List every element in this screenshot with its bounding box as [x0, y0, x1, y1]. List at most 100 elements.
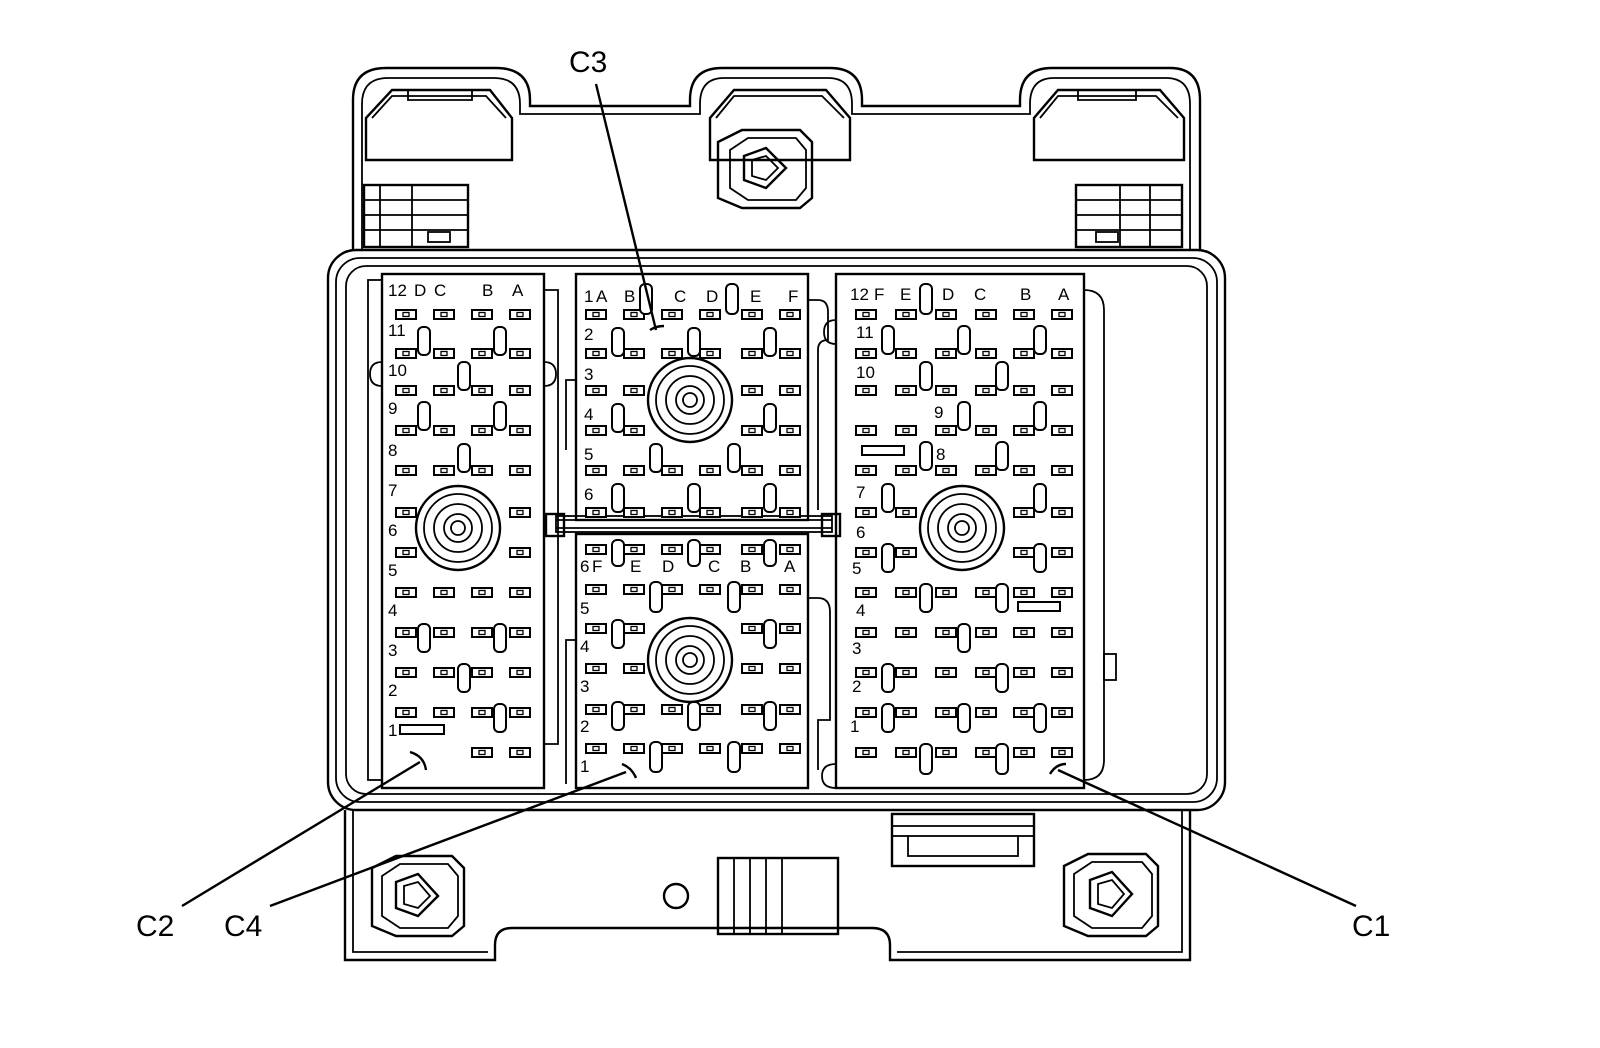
- terminal-cavity: [975, 587, 997, 598]
- terminal-cavity: [935, 747, 957, 758]
- pin-label: B: [482, 281, 493, 300]
- terminal-cavity: [741, 663, 763, 674]
- terminal-cavity: [471, 425, 493, 436]
- pin-label: 1: [584, 287, 593, 306]
- pin-label: D: [942, 285, 954, 304]
- terminal-cavity: [895, 547, 917, 558]
- pin-label: C: [708, 557, 720, 576]
- terminal-cavity: [699, 584, 721, 595]
- terminal-lock-tab: [417, 326, 431, 356]
- terminal-cavity: [895, 587, 917, 598]
- terminal-cavity: [895, 385, 917, 396]
- pin-label: 10: [856, 363, 875, 382]
- terminal-cavity: [661, 348, 683, 359]
- terminal-cavity: [895, 747, 917, 758]
- terminal-lock-tab: [727, 741, 741, 773]
- pin-label: B: [624, 287, 635, 306]
- terminal-cavity: [779, 584, 801, 595]
- terminal-cavity: [741, 584, 763, 595]
- terminal-lock-tab: [611, 483, 625, 513]
- terminal-cavity: [433, 465, 455, 476]
- terminal-lock-tab: [687, 539, 701, 567]
- terminal-cavity: [855, 587, 877, 598]
- terminal-lock-tab: [457, 361, 471, 391]
- pin-label: 7: [388, 481, 397, 500]
- pin-label: F: [874, 285, 884, 304]
- terminal-lock-tab: [611, 403, 625, 433]
- terminal-cavity: [855, 747, 877, 758]
- pin-label: D: [414, 281, 426, 300]
- terminal-cavity: [1013, 547, 1035, 558]
- terminal-lock-tab: [919, 583, 933, 613]
- blank-cavity: [861, 445, 905, 456]
- terminal-lock-tab: [1033, 483, 1047, 513]
- terminal-lock-tab: [763, 403, 777, 433]
- terminal-cavity: [895, 627, 917, 638]
- terminal-lock-tab: [995, 743, 1009, 775]
- terminal-cavity: [1013, 385, 1035, 396]
- terminal-cavity: [661, 584, 683, 595]
- terminal-cavity: [855, 348, 877, 359]
- terminal-lock-tab: [919, 441, 933, 471]
- terminal-cavity: [1013, 627, 1035, 638]
- terminal-lock-tab: [1033, 543, 1047, 573]
- terminal-cavity: [741, 425, 763, 436]
- terminal-lock-tab: [995, 361, 1009, 391]
- terminal-cavity: [395, 707, 417, 718]
- terminal-cavity: [585, 584, 607, 595]
- terminal-cavity: [855, 309, 877, 320]
- terminal-cavity: [471, 747, 493, 758]
- terminal-cavity: [975, 627, 997, 638]
- terminal-cavity: [585, 385, 607, 396]
- terminal-cavity: [623, 584, 645, 595]
- fastener-right: [1062, 852, 1160, 938]
- pin-label: C: [974, 285, 986, 304]
- terminal-lock-tab: [1033, 325, 1047, 355]
- pin-label: 2: [584, 325, 593, 344]
- terminal-cavity: [585, 507, 607, 518]
- terminal-cavity: [661, 465, 683, 476]
- terminal-cavity: [395, 627, 417, 638]
- terminal-cavity: [935, 587, 957, 598]
- pin-label: D: [706, 287, 718, 306]
- terminal-cavity: [741, 704, 763, 715]
- terminal-cavity: [699, 465, 721, 476]
- terminal-cavity: [395, 385, 417, 396]
- housing-outline: [326, 66, 1227, 962]
- terminal-lock-tab: [687, 701, 701, 731]
- terminal-lock-tab: [995, 583, 1009, 613]
- terminal-cavity: [1013, 587, 1035, 598]
- terminal-cavity: [895, 507, 917, 518]
- pin-label: 11: [856, 323, 874, 342]
- pin-label: 8: [388, 441, 397, 460]
- terminal-lock-tab: [919, 743, 933, 775]
- terminal-cavity: [509, 707, 531, 718]
- terminal-cavity: [395, 309, 417, 320]
- c2-block: [367, 272, 559, 790]
- terminal-cavity: [741, 623, 763, 634]
- terminal-lock-tab: [919, 361, 933, 391]
- terminal-cavity: [509, 507, 531, 518]
- top-latches: [364, 88, 1186, 162]
- c4-callout: C4: [224, 910, 262, 943]
- terminal-cavity: [935, 425, 957, 436]
- pin-label: 4: [580, 637, 589, 656]
- pin-label: 3: [584, 365, 593, 384]
- pin-label: D: [662, 557, 674, 576]
- terminal-cavity: [1051, 385, 1073, 396]
- terminal-cavity: [433, 587, 455, 598]
- terminal-cavity: [585, 465, 607, 476]
- terminal-lock-tab: [649, 443, 663, 473]
- terminal-lock-tab: [881, 483, 895, 513]
- terminal-cavity: [395, 425, 417, 436]
- terminal-frames: [362, 183, 1184, 249]
- terminal-cavity: [699, 704, 721, 715]
- terminal-cavity: [395, 587, 417, 598]
- terminal-cavity: [1051, 707, 1073, 718]
- terminal-cavity: [471, 309, 493, 320]
- terminal-lock-tab: [995, 441, 1009, 471]
- pin-label: 3: [852, 639, 861, 658]
- terminal-cavity: [661, 309, 683, 320]
- c2-center-post: [414, 484, 502, 572]
